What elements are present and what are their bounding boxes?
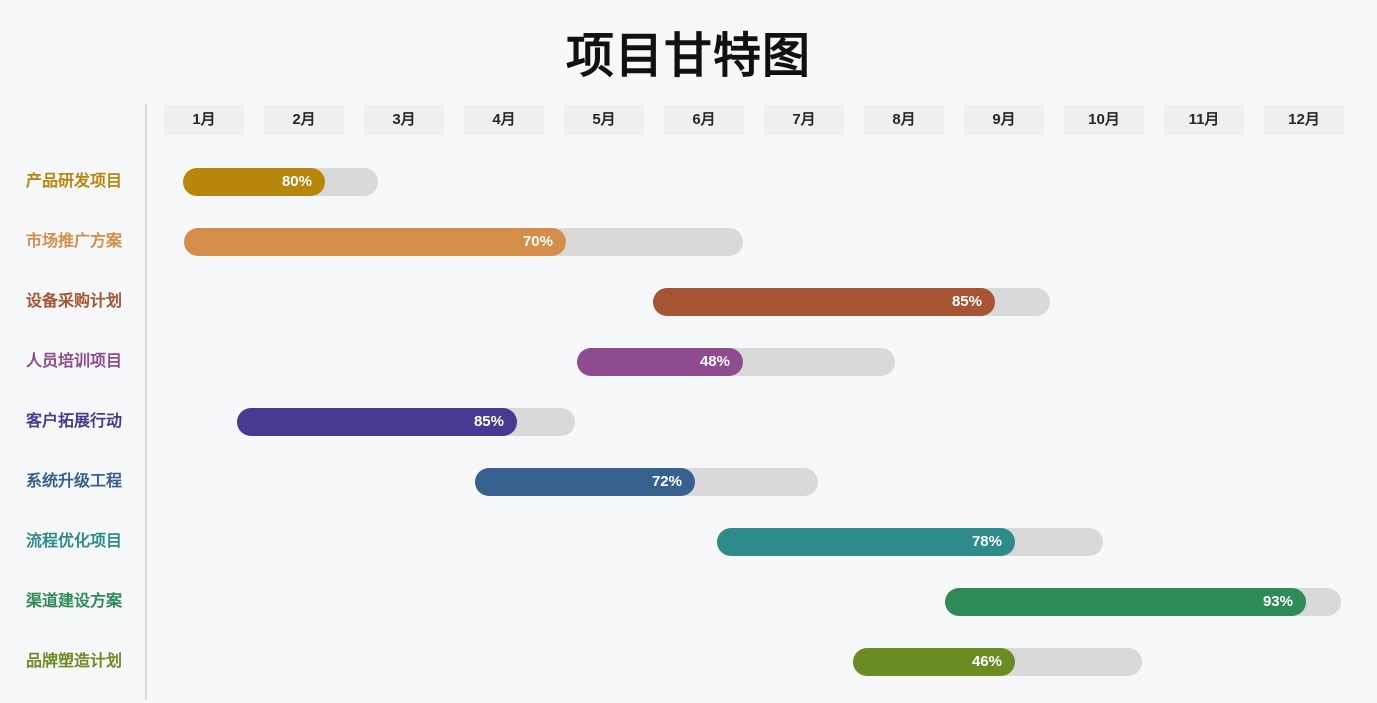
progress-fill: 80% [183,168,325,196]
task-row-marketing: 市场推广方案 70% [0,228,1377,256]
progress-percent-label: 48% [699,353,730,370]
progress-fill: 85% [653,288,995,316]
task-label: 客户拓展行动 [26,413,123,430]
task-duration-track: 78% [717,528,1103,556]
task-row-brand: 品牌塑造计划 46% [0,648,1377,676]
progress-percent-label: 85% [473,413,504,430]
axis-line [145,104,147,700]
task-duration-track: 93% [945,588,1341,616]
progress-fill: 72% [475,468,695,496]
task-duration-track: 85% [237,408,575,436]
progress-fill: 46% [853,648,1015,676]
task-duration-track: 80% [183,168,378,196]
progress-fill: 85% [237,408,517,436]
task-label: 产品研发项目 [26,173,123,190]
task-row-channel: 渠道建设方案 93% [0,588,1377,616]
month-header-row: 1月 2月 3月 4月 5月 6月 7月 8月 9月 10月 11月 12月 [154,105,1354,135]
task-row-customer: 客户拓展行动 85% [0,408,1377,436]
task-row-process-optimization: 流程优化项目 78% [0,528,1377,556]
task-label: 品牌塑造计划 [26,653,123,670]
task-duration-track: 48% [577,348,895,376]
month-header-feb: 2月 [264,105,344,135]
progress-percent-label: 72% [651,473,682,490]
month-header-oct: 10月 [1064,105,1144,135]
task-duration-track: 72% [475,468,818,496]
progress-fill: 70% [184,228,566,256]
task-label: 系统升级工程 [26,473,123,490]
progress-percent-label: 85% [951,293,982,310]
task-label: 人员培训项目 [26,353,123,370]
month-header-sep: 9月 [964,105,1044,135]
task-row-product-rd: 产品研发项目 80% [0,168,1377,196]
progress-fill: 78% [717,528,1015,556]
month-header-dec: 12月 [1264,105,1344,135]
month-header-jul: 7月 [764,105,844,135]
task-label: 渠道建设方案 [26,593,123,610]
month-header-may: 5月 [564,105,644,135]
month-header-mar: 3月 [364,105,444,135]
month-header-aug: 8月 [864,105,944,135]
progress-percent-label: 70% [522,233,553,250]
task-label: 设备采购计划 [26,293,123,310]
progress-percent-label: 46% [971,653,1002,670]
task-row-training: 人员培训项目 48% [0,348,1377,376]
month-header-nov: 11月 [1164,105,1244,135]
task-label: 市场推广方案 [26,233,123,250]
progress-fill: 48% [577,348,743,376]
task-duration-track: 85% [653,288,1050,316]
task-row-system-upgrade: 系统升级工程 72% [0,468,1377,496]
progress-percent-label: 80% [281,173,312,190]
task-label: 流程优化项目 [26,533,123,550]
progress-percent-label: 78% [971,533,1002,550]
progress-fill: 93% [945,588,1306,616]
task-duration-track: 70% [184,228,743,256]
task-duration-track: 46% [853,648,1142,676]
month-header-apr: 4月 [464,105,544,135]
progress-percent-label: 93% [1262,593,1293,610]
month-header-jan: 1月 [164,105,244,135]
month-header-jun: 6月 [664,105,744,135]
task-row-equipment: 设备采购计划 85% [0,288,1377,316]
chart-title: 项目甘特图 [565,30,811,83]
